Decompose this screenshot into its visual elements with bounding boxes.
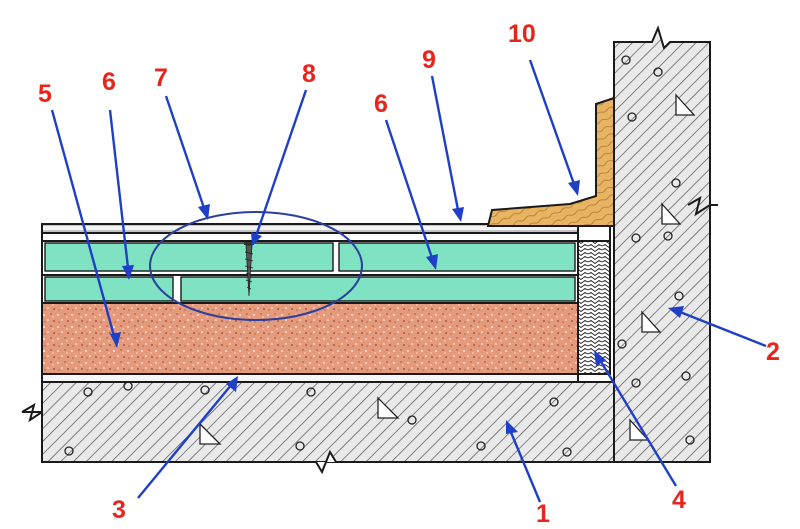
callout-label-8: 8	[302, 60, 316, 88]
wall-aggregate-dots	[617, 55, 695, 445]
callout-labels: 1 2 3 4 5 6 6 7 8 9 10	[38, 20, 780, 528]
callout-label-3: 3	[112, 496, 126, 524]
callout-label-1: 1	[536, 500, 550, 528]
callout-label-6a: 6	[102, 68, 116, 96]
leader-line-9	[430, 75, 460, 211]
board-layer-upper	[41, 240, 579, 276]
arrowhead-7	[198, 204, 210, 220]
arrowhead-8	[251, 232, 262, 246]
slab-aggregate-dots	[64, 381, 572, 457]
arrowhead-6b	[426, 254, 438, 270]
callout-label-9: 9	[422, 46, 436, 74]
arrowhead-1	[506, 420, 518, 434]
callout-label-7: 7	[154, 64, 168, 92]
callout-label-6b: 6	[374, 90, 388, 118]
leveling-layer	[41, 373, 579, 383]
leader-line-7	[164, 95, 206, 209]
callout-label-10: 10	[508, 20, 536, 48]
concrete-floor-slab	[21, 381, 615, 475]
callout-label-2: 2	[766, 338, 780, 366]
leader-line-10	[528, 59, 576, 185]
leader-line-8	[254, 89, 308, 237]
arrowhead-9	[452, 207, 464, 222]
leader-line-1	[508, 429, 542, 503]
leader-line-6a	[108, 109, 130, 269]
skirting-board	[486, 96, 615, 227]
arrowhead-5	[110, 332, 121, 348]
arrowhead-3	[226, 376, 238, 392]
concrete-wall	[613, 25, 718, 463]
leader-line-6b	[384, 119, 434, 259]
leader-line-2	[679, 310, 767, 348]
arrowhead-4	[594, 350, 606, 366]
leader-line-4	[598, 359, 678, 487]
arrowhead-2	[668, 306, 684, 318]
leader-lines	[50, 59, 767, 503]
leader-line-3	[137, 383, 233, 499]
self-tapping-screw	[244, 242, 254, 297]
callout-label-4: 4	[672, 486, 686, 514]
slab-aggregate-triangles	[199, 396, 400, 445]
board-layer-lower	[41, 274, 579, 304]
underlay-layer	[41, 232, 579, 242]
callout-label-5: 5	[38, 80, 52, 108]
joint-highlight-ellipse	[149, 211, 363, 321]
leader-line-5	[50, 109, 116, 337]
arrowhead-10	[568, 180, 580, 196]
arrowhead-6a	[122, 265, 134, 280]
wall-aggregate-triangles	[629, 93, 696, 441]
damper-tape	[577, 240, 611, 375]
